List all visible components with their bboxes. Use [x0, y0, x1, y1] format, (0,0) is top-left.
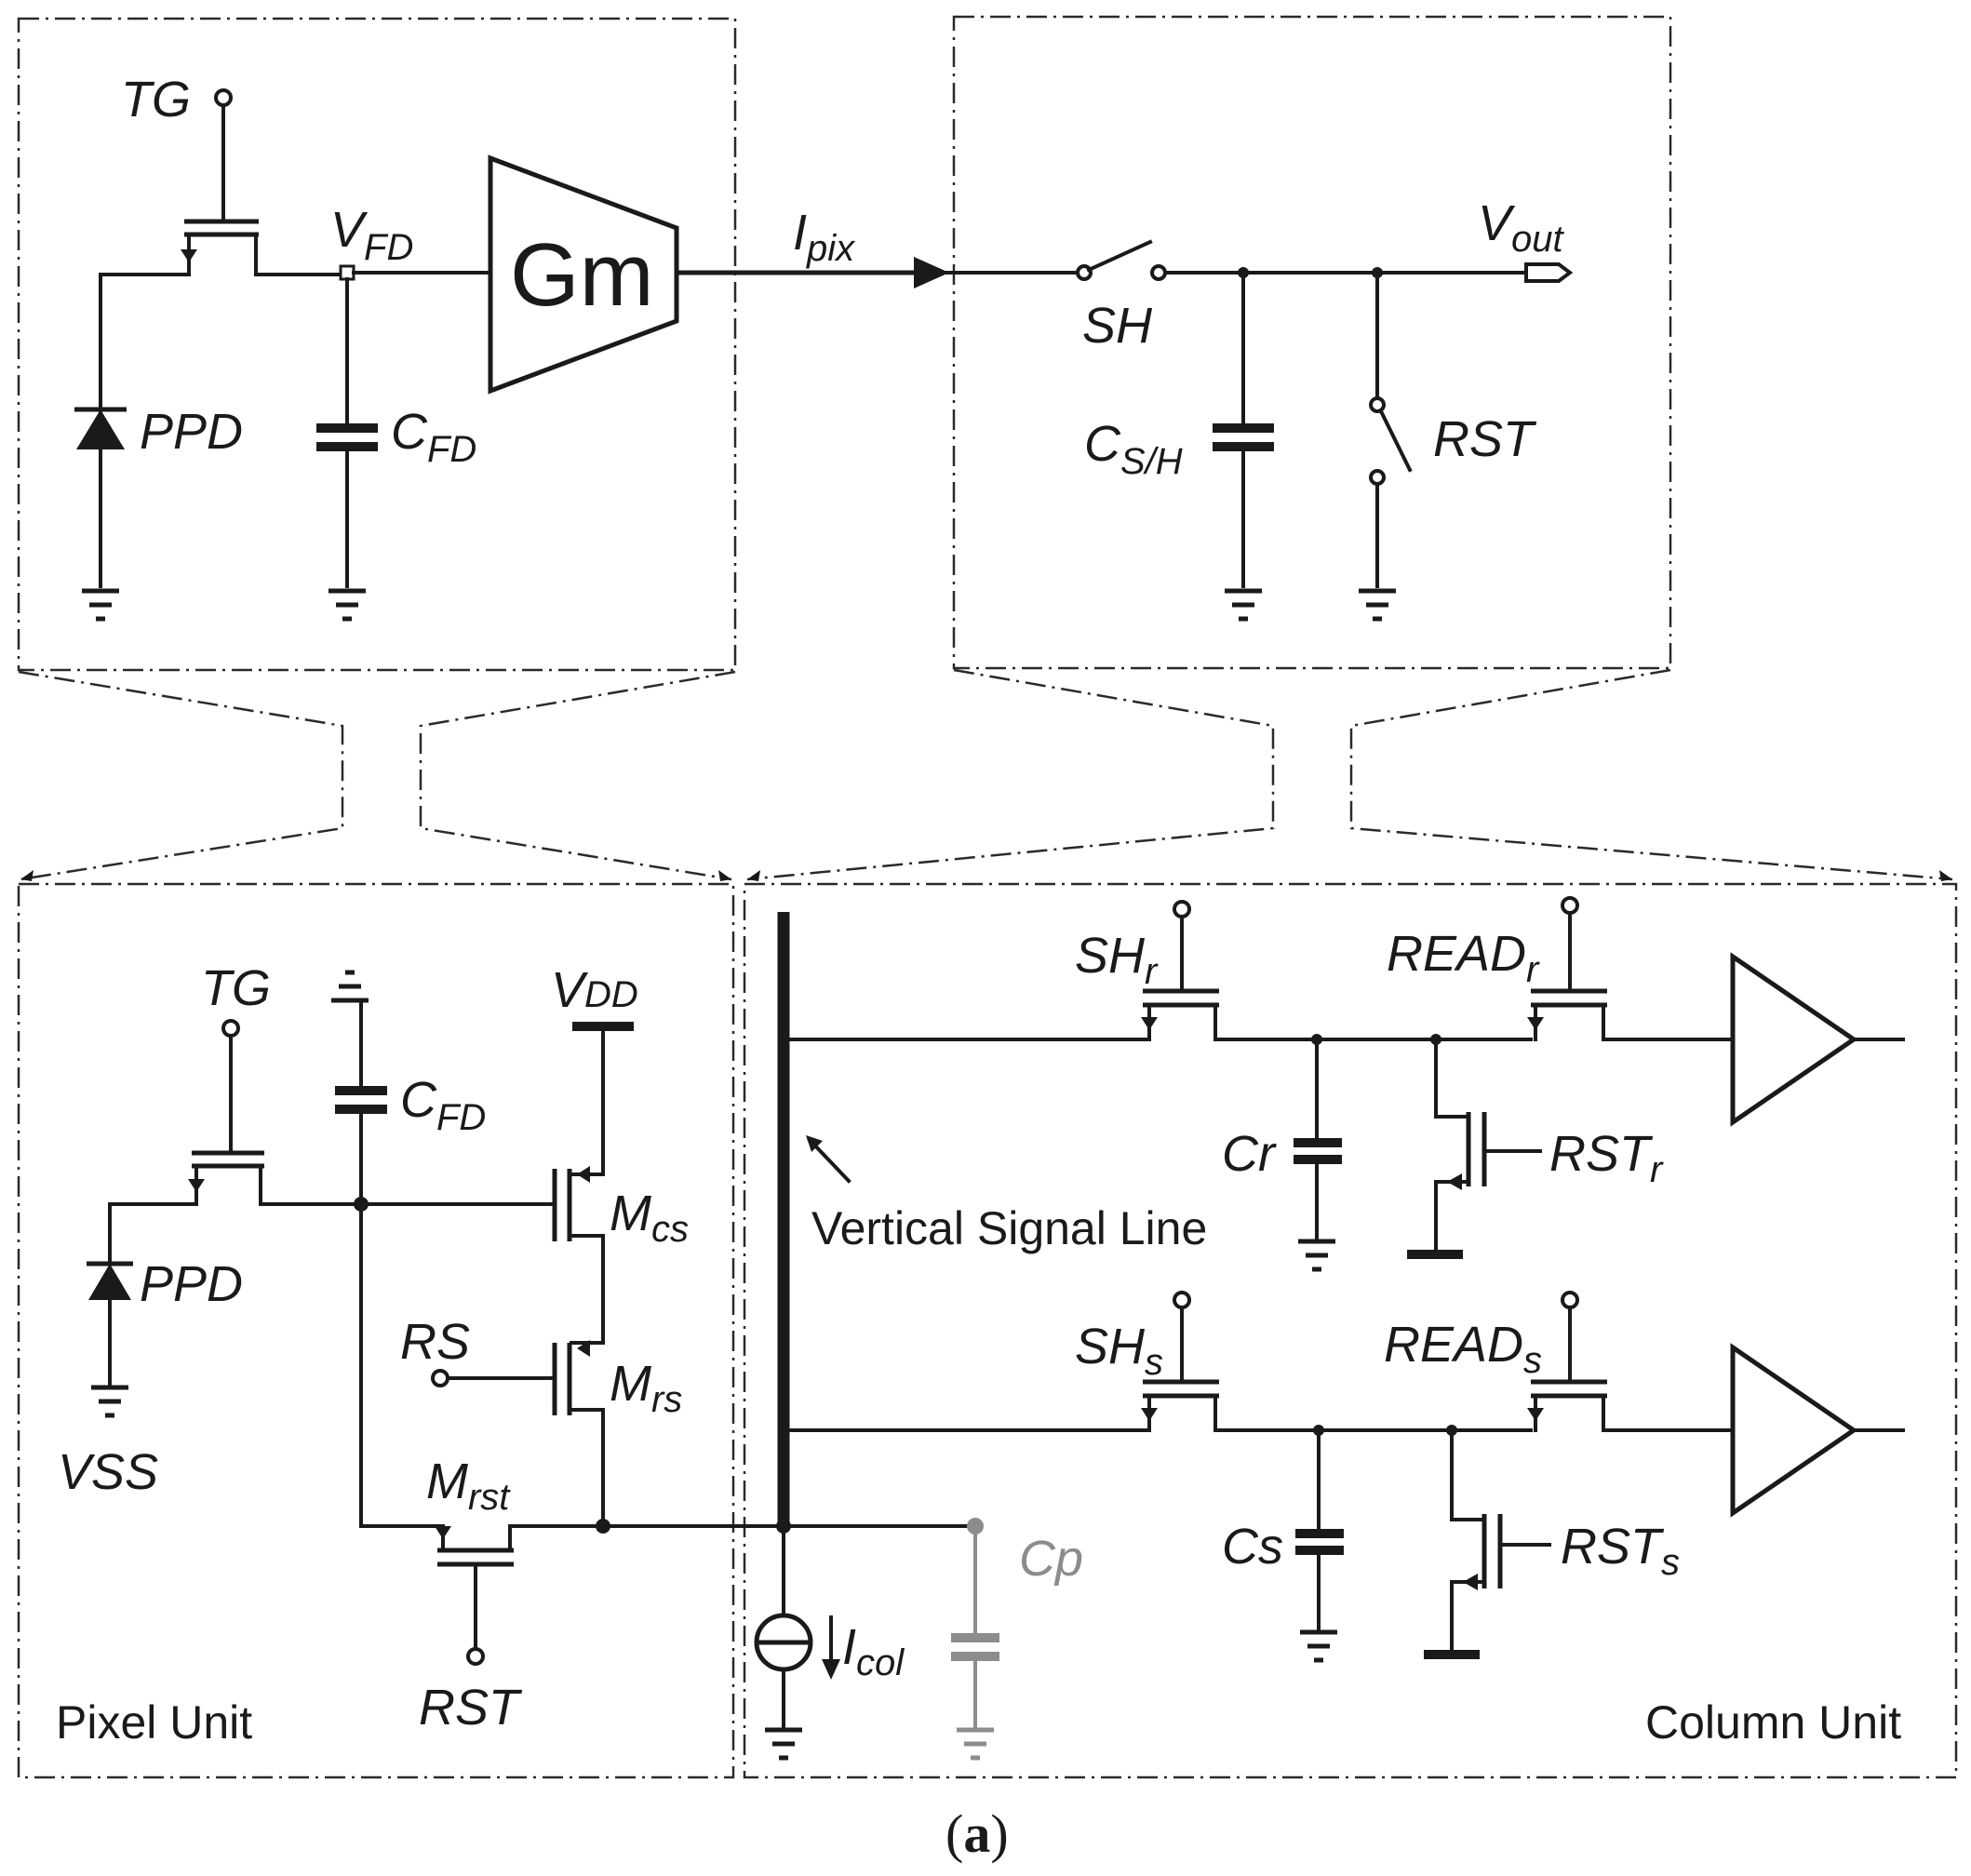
vout-label: Vout — [1478, 195, 1565, 260]
vout-port-icon — [1524, 262, 1574, 283]
ppd-label: PPD — [140, 1256, 243, 1312]
cfd-label: CFD — [400, 1072, 486, 1138]
ground-icon — [957, 1727, 994, 1761]
frames — [17, 15, 1958, 1779]
ppd-diode-icon — [76, 409, 125, 449]
vsl-label: Vertical Signal Line — [811, 1202, 1207, 1254]
rsts-label: RSTs — [1561, 1519, 1680, 1583]
mrst-arrow — [435, 1526, 451, 1539]
ground-icon — [331, 970, 369, 1003]
zoom-connector-column-right — [1349, 668, 1953, 881]
ppd-label: PPD — [140, 404, 243, 460]
reset-sample-branch: SHr Cr RSTr — [782, 896, 1905, 1272]
arrowhead — [718, 870, 731, 881]
ground-icon — [91, 1385, 128, 1418]
ground-icon — [82, 588, 119, 622]
arrowhead — [747, 870, 760, 881]
figure-caption: (a) — [945, 1803, 1009, 1864]
tg-label: TG — [201, 960, 271, 1016]
ipix-label: Ipix — [793, 205, 856, 269]
vss-label: VSS — [58, 1444, 158, 1500]
cp-label: Cp — [1019, 1531, 1083, 1587]
buffer-amplifier-icon — [1730, 952, 1858, 1127]
gm-label: Gm — [510, 225, 654, 325]
shs-terminal — [1173, 1291, 1191, 1309]
tg-source-arrow — [188, 1179, 205, 1192]
gm-transconductor — [488, 154, 679, 395]
vdd-label: VDD — [551, 962, 638, 1018]
pixel-unit-frame — [17, 882, 735, 1779]
tg-terminal — [221, 1019, 240, 1038]
reads-label: READs — [1384, 1317, 1542, 1381]
shr-terminal — [1173, 900, 1191, 918]
ipix-arrow — [914, 257, 949, 288]
shs-label: SHs — [1075, 1319, 1163, 1383]
csh-label: CS/H — [1084, 416, 1183, 482]
cs-label: Cs — [1222, 1519, 1283, 1574]
zoom-connector-pixel-right — [419, 670, 736, 881]
mrst-label: Mrst — [426, 1454, 511, 1518]
readr-terminal — [1561, 896, 1579, 915]
top-column-circuit: Ipix SH CS/H RST Vout — [677, 195, 1574, 622]
readr-label: READr — [1387, 926, 1540, 990]
rstr-arrow — [1447, 1173, 1462, 1190]
pixel-unit-title: Pixel Unit — [56, 1696, 252, 1749]
cr-label: Cr — [1222, 1126, 1277, 1182]
signal-sample-branch: SHs Cs RSTs — [782, 1291, 1905, 1663]
rst-label: RST — [1433, 411, 1537, 467]
tg-terminal — [214, 88, 233, 107]
ground-icon — [1225, 588, 1262, 622]
reads-terminal — [1561, 1291, 1579, 1309]
rst-switch-terminal — [1369, 396, 1386, 413]
vfd-node — [339, 264, 355, 281]
sh-switch-blade — [1086, 239, 1153, 273]
icol-label: Icol — [842, 1619, 905, 1683]
ppd-diode-icon — [88, 1264, 131, 1300]
zoom-connector-pixel-left — [18, 670, 344, 881]
ground-icon — [1359, 588, 1396, 622]
ground-icon — [328, 588, 366, 622]
cfd-label: CFD — [391, 404, 476, 470]
buffer-amplifier-icon — [1730, 1343, 1858, 1518]
zoom-connector-column-left — [746, 668, 1275, 881]
ground-icon — [1298, 1239, 1335, 1272]
column-unit-title: Column Unit — [1645, 1696, 1901, 1749]
mrs-arrow — [577, 1340, 590, 1357]
top-column-frame — [952, 15, 1672, 670]
arrowhead — [1939, 870, 1952, 881]
tg-label: TG — [121, 72, 191, 127]
mrs-label: Mrs — [610, 1356, 682, 1420]
rst-terminal — [466, 1647, 485, 1666]
rst-switch-blade — [1378, 409, 1413, 473]
rs-terminal — [431, 1369, 449, 1387]
mcs-arrow — [577, 1166, 590, 1183]
sh-switch-terminal — [1150, 264, 1167, 281]
pixel-unit-circuit: TG CFD VDD Mcs PPD RS Mrs VSS Mrst RST P… — [56, 960, 780, 1749]
top-pixel-frame — [17, 17, 737, 672]
rsts-arrow — [1463, 1574, 1478, 1590]
rst-switch-terminal — [1369, 469, 1386, 486]
rst-label: RST — [419, 1680, 523, 1735]
arrowhead — [20, 870, 34, 881]
rs-label: RS — [400, 1314, 470, 1370]
shr-label: SHr — [1075, 928, 1159, 992]
tg-source-arrow — [181, 249, 197, 262]
top-pixel-circuit: Gm TG VFD PPD CFD — [74, 72, 679, 622]
mcs-label: Mcs — [610, 1186, 689, 1250]
column-unit-circuit: Icol Cp Vertical Signal Line SHr — [754, 896, 1905, 1761]
ground-icon — [765, 1727, 802, 1761]
rstr-label: RSTr — [1549, 1126, 1664, 1190]
sh-label: SH — [1082, 298, 1153, 354]
vfd-label: VFD — [330, 202, 413, 268]
ground-icon — [1300, 1629, 1337, 1663]
